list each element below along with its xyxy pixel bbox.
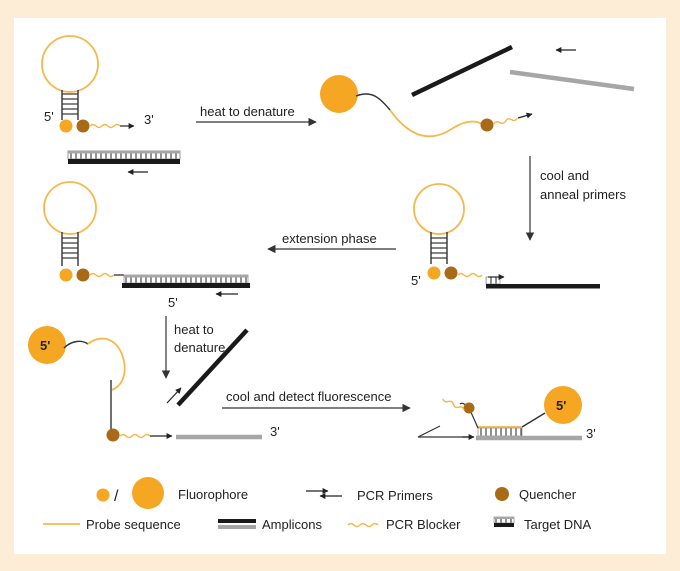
label-cool-and: cool and [540, 168, 589, 183]
legend-amplicon-light [218, 525, 256, 529]
legend-fluorophore-large [132, 477, 164, 509]
legend-quencher-dot [495, 487, 509, 501]
step-heat-to-denature-2: heat to denature [161, 316, 225, 379]
legend-pcr-primers-label: PCR Primers [357, 488, 433, 503]
fluorophore-large [320, 75, 358, 113]
hairpin-probe-extended [43, 181, 250, 297]
label-3prime: 3' [586, 426, 596, 441]
label-extension-phase: extension phase [282, 231, 377, 246]
legend: / Fluorophore PCR Primers Quencher Probe… [43, 477, 592, 532]
step-heat-to-denature: heat to denature [196, 104, 317, 127]
label-3prime: 3' [144, 112, 154, 127]
label-5prime: 5' [44, 109, 54, 124]
legend-quencher-label: Quencher [519, 487, 577, 502]
quencher [76, 119, 90, 133]
denatured-probe [320, 75, 533, 138]
label-3prime: 3' [270, 424, 280, 439]
legend-amplicons-label: Amplicons [262, 517, 322, 532]
label-heat-to: heat to [174, 322, 214, 337]
label-denature: denature [174, 340, 225, 355]
label-5prime: 5' [556, 398, 566, 413]
probe-bound-fluorescing [417, 386, 582, 441]
hairpin-probe-1 [41, 35, 135, 133]
open-probe-bound [28, 326, 262, 442]
label-cool-detect: cool and detect fluorescence [226, 389, 392, 404]
separated-strand [166, 328, 249, 407]
label-anneal-primers: anneal primers [540, 187, 626, 202]
label-heat-to-denature: heat to denature [200, 104, 295, 119]
label-5prime: 5' [40, 338, 50, 353]
label-5prime: 5' [411, 273, 421, 288]
hairpin-probe-annealed [413, 183, 600, 289]
legend-blocker-label: PCR Blocker [386, 517, 461, 532]
pcr-blocker [89, 123, 121, 129]
target-dna-1 [67, 150, 181, 175]
step-cool-anneal: cool and anneal primers [525, 156, 626, 241]
label-5prime: 5' [168, 295, 178, 310]
step-detect-fluorescence: cool and detect fluorescence [222, 389, 411, 413]
legend-slash: / [114, 488, 119, 505]
separated-amplicons [411, 44, 635, 98]
fluorophore-small [59, 119, 73, 133]
legend-fluorophore-label: Fluorophore [178, 487, 248, 502]
quencher [480, 118, 494, 132]
legend-probe-label: Probe sequence [86, 517, 181, 532]
legend-blocker-squiggle [347, 522, 379, 528]
legend-target-dna-label: Target DNA [524, 517, 592, 532]
legend-fluorophore-small [96, 488, 110, 502]
step-extension-phase: extension phase [267, 231, 396, 254]
legend-amplicon-dark [218, 519, 256, 523]
